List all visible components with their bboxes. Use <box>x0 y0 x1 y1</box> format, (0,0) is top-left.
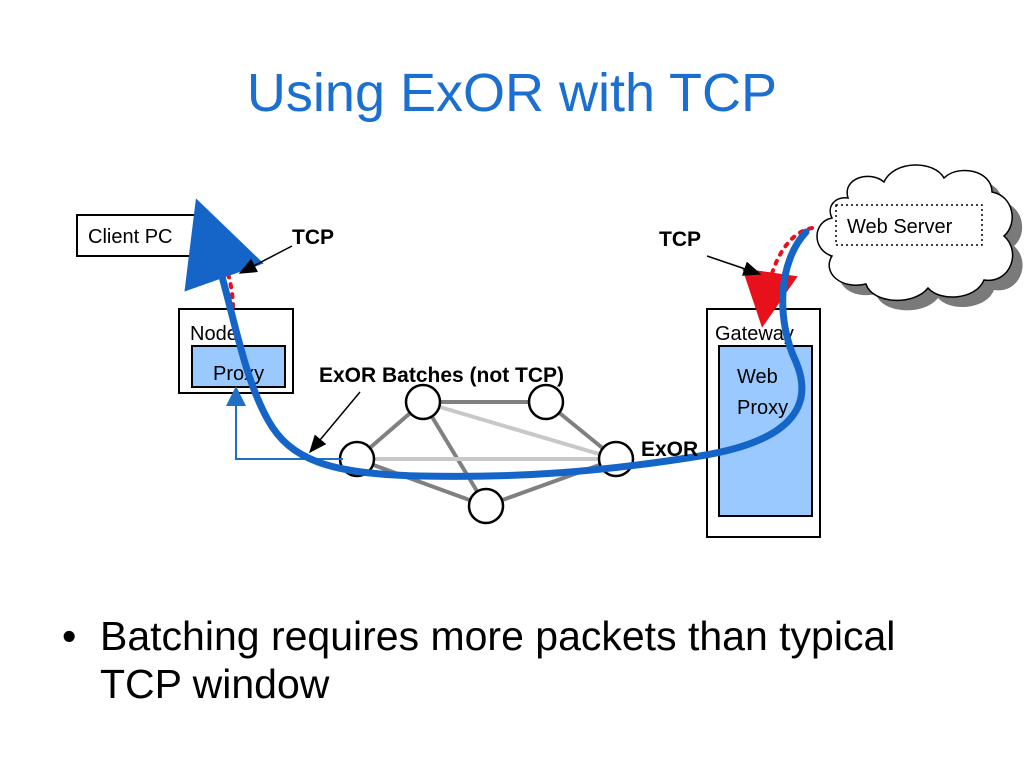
exor-label: ExOR <box>641 438 698 461</box>
web-proxy-box <box>718 345 813 517</box>
client-pc-label: Client PC <box>88 226 172 248</box>
web-proxy-label-1: Web <box>737 366 778 388</box>
tcp-pointer-right <box>706 255 762 276</box>
tcp-label-right: TCP <box>659 228 701 251</box>
mesh-link <box>421 400 488 508</box>
web-proxy-label-2: Proxy <box>737 397 788 419</box>
exor-batches-label: ExOR Batches (not TCP) <box>319 364 564 387</box>
mesh-link <box>356 457 487 508</box>
bullet-text: Batching requires more packets than typi… <box>100 613 896 707</box>
node-label: Node <box>190 323 238 345</box>
data-flow-path <box>184 198 810 480</box>
mesh-node <box>404 383 442 421</box>
tcp-dotted-right <box>742 226 814 328</box>
web-server-box <box>835 204 983 246</box>
bullet-item: • Batching requires more packets than ty… <box>62 612 962 708</box>
proxy-label: Proxy <box>213 363 264 385</box>
mesh-node <box>527 383 565 421</box>
web-server-label: Web Server <box>847 216 953 238</box>
client-pc-box <box>76 214 197 257</box>
mesh-node <box>467 487 505 525</box>
tcp-label-left: TCP <box>292 226 334 249</box>
slide-title: Using ExOR with TCP <box>246 63 778 123</box>
tcp-pointer-left <box>238 245 293 274</box>
mesh-link-light <box>422 400 617 461</box>
gateway-label: Gateway <box>715 323 794 345</box>
exor-batches-pointer <box>309 391 361 454</box>
bullet-list: • Batching requires more packets than ty… <box>62 612 962 708</box>
mesh-nodes <box>338 383 635 525</box>
mesh-link <box>485 457 617 508</box>
bullet-marker: • <box>62 613 77 659</box>
